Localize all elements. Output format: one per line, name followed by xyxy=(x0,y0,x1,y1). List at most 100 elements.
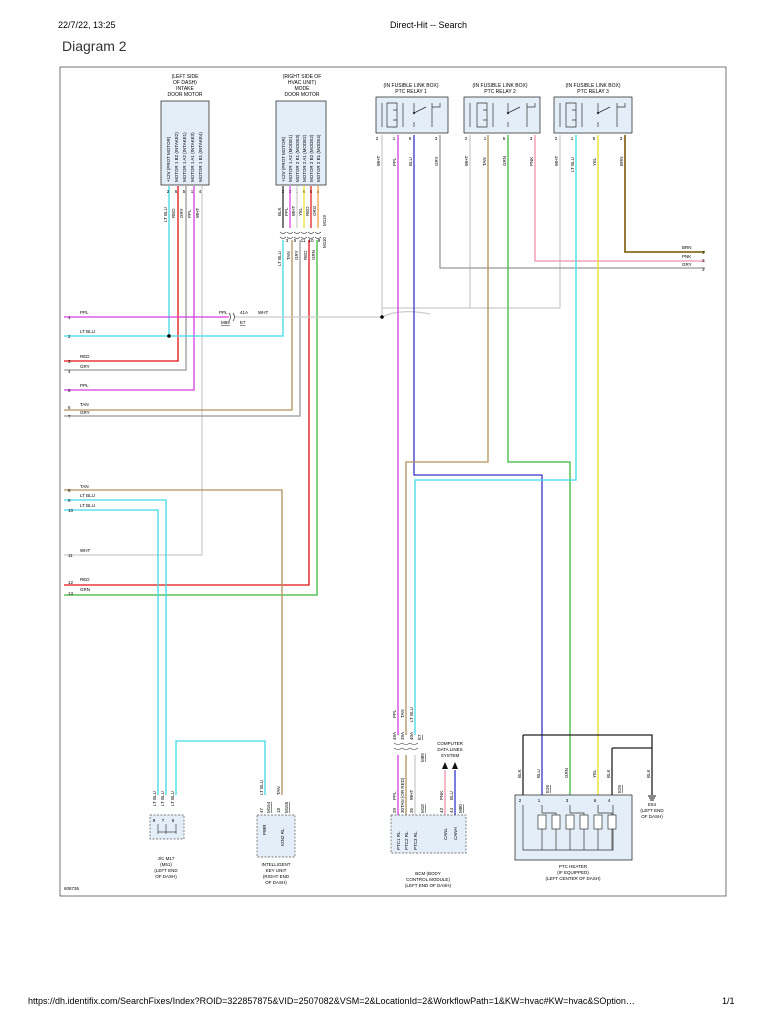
left-terminal-color: WHT xyxy=(80,548,90,553)
junction-dot xyxy=(167,334,171,338)
left-terminal-num: 10 xyxy=(68,508,74,513)
iku-box xyxy=(256,814,296,858)
intake-door-motor: (LEFT SIDE OF DASH) INTAKE DOOR MOTOR +1… xyxy=(160,74,210,222)
wires xyxy=(64,135,705,815)
relay1-wire: PPL xyxy=(392,157,397,166)
right-terminal-num: 1 xyxy=(702,250,705,255)
relay2-name: PTC RELAY 2 xyxy=(484,89,516,95)
mode-wire-bottom: LT BLU xyxy=(277,251,282,266)
heater-title: (LEFT CENTER OF DASH) xyxy=(546,876,601,881)
left-terminal-num: 3 xyxy=(68,359,71,364)
intake-motor-title-4: DOOR MOTOR xyxy=(168,92,203,98)
mode-wire-top: WHT xyxy=(291,206,296,216)
junction-pin: 41A xyxy=(240,310,248,315)
mode-wire-top: ORG xyxy=(312,205,317,216)
junction-pin-sub: E7 xyxy=(240,320,246,325)
heater-wire: BLK xyxy=(606,769,611,778)
mode-pin-label: MOTOR 2 B2 (MODE2) xyxy=(309,134,314,182)
junction-left-color: PPL xyxy=(219,310,228,315)
iku-conn: M155 xyxy=(284,801,289,813)
wire-tan-8 xyxy=(64,489,283,795)
bcm-lower-pin: 35 xyxy=(409,807,414,813)
mode-pin-label: MOTOR 2 A1 (MODE2) xyxy=(302,134,307,182)
mode-pin-label: MOTOR 2 B1 (MODE4) xyxy=(316,134,321,182)
iku-label: PWR xyxy=(262,824,267,835)
left-terminal-color: RED xyxy=(80,577,90,582)
ground-icon xyxy=(648,795,656,801)
ptc-relay-1: (IN FUSIBLE LINK BOX) PTC RELAY 1 2 1 5 … xyxy=(375,83,449,166)
wire-ltblu-9 xyxy=(64,499,167,795)
print-page-title: Direct-Hit -- Search xyxy=(390,20,468,30)
mode-pin-bottom: 10 xyxy=(308,238,314,243)
bcm-can-pin: 44 xyxy=(449,807,454,813)
iku-label: IGN2 RL xyxy=(280,828,285,846)
junction-right-color: WHT xyxy=(258,310,268,315)
relay3-pin: 5 xyxy=(593,136,596,141)
relay1-name: PTC RELAY 1 xyxy=(395,89,427,95)
mode-pin-label: MOTOR 2 B1 (MODE3) xyxy=(295,134,300,182)
mode-pin-label: +12V (PROT MOTOR) xyxy=(281,136,286,182)
relay1-pin: 3 xyxy=(435,136,438,141)
wire-mode-red xyxy=(64,240,310,586)
print-datetime: 22/7/22, 13:25 xyxy=(58,20,116,30)
intake-pin-label: MOTOR 1 A1 (INTAKE3) xyxy=(190,132,195,182)
heater-wire: YEL xyxy=(592,769,597,778)
iku-title: INTELLIGENT xyxy=(261,862,290,867)
mode-conn: M119 xyxy=(322,215,327,226)
intake-pin-num: 2 xyxy=(167,189,170,194)
left-terminal-num: 7 xyxy=(68,414,71,419)
wire-intake-red xyxy=(64,186,179,362)
wire-intake-wht xyxy=(64,186,203,556)
mode-pin-label: MOTOR 1 A2 (MODE1) xyxy=(288,134,293,182)
bcm-data-lines: COMPUTER xyxy=(437,741,464,746)
bcm-lower-wire: TAN (OR RED) xyxy=(400,777,405,808)
bcm-label: PTC2 RL xyxy=(404,831,409,850)
print-page-count: 1/1 xyxy=(722,996,735,1006)
heater-title: (IF EQUIPPED) xyxy=(557,870,589,875)
bcm-can-pin: 43 xyxy=(439,807,444,813)
bcm: PPL TAN LT BLU 49A 39A 40A E7 M89 PPL TA… xyxy=(390,707,467,888)
iku-title: KEY UNIT xyxy=(266,868,287,873)
iku-wire: LT BLU xyxy=(259,780,264,795)
iku-wire: TAN xyxy=(276,786,281,795)
jc-pin: 6 xyxy=(172,818,175,823)
intake-motor-title-3: INTAKE xyxy=(176,86,194,92)
wire-relay1-blu xyxy=(413,135,543,735)
bcm-lower-wire: WHT xyxy=(409,790,414,800)
bcm-upper-pin: 49A xyxy=(392,732,397,740)
heater-conn: E26 xyxy=(545,784,550,793)
ptc-relay-2: (IN FUSIBLE LINK BOX) PTC RELAY 2 2 1 5 … xyxy=(463,83,541,166)
left-terminal-color: LT BLU xyxy=(80,493,95,498)
right-terminals: BRN 1 PNK 2 GRY 3 xyxy=(682,245,705,272)
bcm-upper-conn2: M89 xyxy=(420,753,425,762)
wire-intake-gry xyxy=(64,186,187,371)
mode-pin-bottom: 5 xyxy=(294,238,297,243)
left-terminal-color: PPL xyxy=(80,310,89,315)
bcm-lower-wire: PPL xyxy=(392,791,397,800)
mode-pin-bottom: 11 xyxy=(301,238,306,243)
bcm-label: PTC1 RL xyxy=(396,831,401,850)
mode-wire-bottom: TAN xyxy=(286,251,291,260)
heater-wire: GRN xyxy=(564,768,569,778)
iku-title: OF DASH) xyxy=(265,880,287,885)
heater-pin: 1 xyxy=(538,798,541,803)
iku-conn: M154 xyxy=(266,801,271,813)
bcm-can-label: CANH xyxy=(453,827,458,840)
bcm-lower-pin: 30 xyxy=(400,807,405,813)
intake-pin-label: MOTOR 1 A2 (INTAKE1) xyxy=(182,132,187,182)
print-url[interactable]: https://dh.identifix.com/SearchFixes/Ind… xyxy=(28,996,635,1006)
diagram-frame xyxy=(59,66,727,897)
intake-wire-color: LT BLU xyxy=(163,207,168,222)
ground-name: E54 xyxy=(648,802,657,807)
relay3-title: (IN FUSIBLE LINK BOX) xyxy=(565,83,620,89)
relay3-pin: 1 xyxy=(571,136,574,141)
jc-pin: 9 xyxy=(153,818,156,823)
wire-mode-ltblu xyxy=(170,240,284,337)
left-terminal-color: TAN xyxy=(80,402,89,407)
relay3-pin: 2 xyxy=(555,136,558,141)
jc-title: (LEFT END xyxy=(154,868,178,873)
wire-relay-wht-bus xyxy=(381,135,561,317)
relay1-title: (IN FUSIBLE LINK BOX) xyxy=(383,83,438,89)
right-terminal-color: GRY xyxy=(682,262,692,267)
jc-title: (M51) xyxy=(160,862,172,867)
